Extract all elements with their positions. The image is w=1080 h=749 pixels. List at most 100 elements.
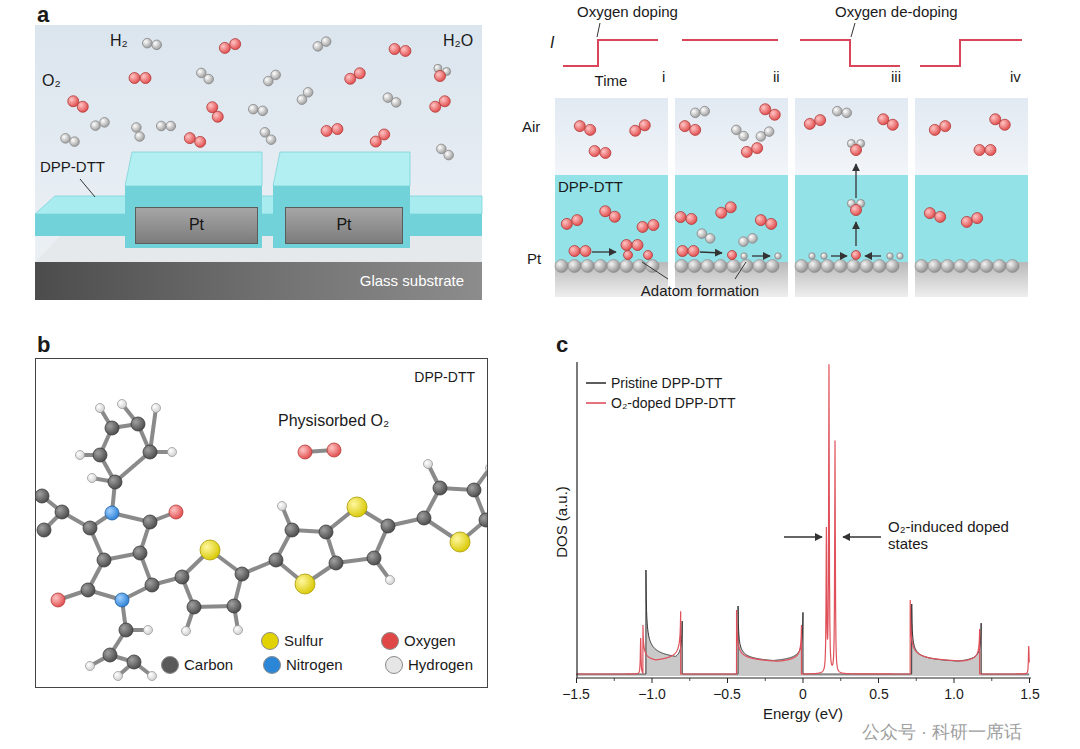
molecule-label: H₂O (443, 32, 473, 50)
leader-line (735, 262, 746, 279)
pt-atom (954, 260, 967, 273)
atom (686, 213, 697, 224)
atom (741, 146, 752, 157)
film-block-front (125, 186, 262, 248)
row-label: DPP-DTT (558, 178, 623, 195)
hydrogen-molecule (739, 234, 758, 247)
atom (88, 474, 97, 483)
atom (764, 127, 774, 137)
hydrogen-molecule (756, 127, 774, 141)
pt-atom (620, 260, 633, 273)
atom (999, 119, 1010, 130)
atom (690, 108, 700, 118)
atom (258, 106, 268, 116)
minor-tick (765, 678, 766, 681)
leader-line (851, 23, 855, 37)
air-background (35, 25, 482, 300)
atom (444, 150, 454, 160)
atom (842, 108, 852, 118)
hydrogen-molecule (156, 121, 175, 131)
atom (935, 211, 946, 222)
panel-letter: c (556, 332, 568, 357)
oxygen-molecule (219, 39, 240, 54)
film-block-top (125, 152, 262, 186)
minor-tick (916, 678, 917, 681)
row-label: Air (522, 118, 540, 135)
atom (100, 118, 110, 128)
legend-text: Carbon (184, 656, 233, 673)
atom (748, 234, 758, 244)
legend-swatch (261, 632, 279, 650)
oxygen-molecule (804, 115, 825, 130)
atom (639, 120, 650, 131)
atom (574, 121, 585, 132)
oxygen-molecule (675, 212, 697, 225)
current-trace (563, 40, 658, 66)
pt-atom (714, 260, 727, 273)
atom (400, 45, 411, 56)
current-trace (920, 40, 1022, 66)
minor-tick (689, 678, 690, 681)
atom (486, 464, 488, 473)
atom (204, 74, 214, 84)
oxygen-molecule (589, 146, 611, 159)
oxygen-molecule (345, 68, 366, 85)
atom (68, 96, 79, 107)
atom (379, 129, 390, 140)
atom (386, 576, 395, 585)
atom (266, 135, 276, 145)
tick-label: −0.5 (713, 686, 741, 702)
atom (269, 553, 283, 567)
arrow (831, 255, 847, 256)
film-region (795, 175, 908, 262)
pt-atom (873, 260, 886, 273)
current-trace (682, 39, 778, 41)
oxygen-molecule (370, 129, 389, 147)
atom (972, 213, 983, 224)
pt-atom (928, 260, 941, 273)
tick-mark (1029, 678, 1030, 683)
atom (127, 655, 141, 669)
atom (760, 104, 771, 115)
arrow (843, 536, 881, 537)
step-number: ii (773, 68, 780, 85)
arrow (784, 536, 822, 537)
minor-tick (614, 678, 615, 681)
atom (644, 251, 653, 260)
atom (182, 627, 191, 636)
watermark: 公众号 · 科研一席话 (862, 722, 1022, 743)
oxygen-molecule (637, 220, 659, 233)
arrow (592, 251, 616, 252)
atom (887, 253, 893, 259)
pt-atom (740, 260, 753, 273)
oxygen-molecule (430, 96, 451, 113)
hydrogen-molecule (260, 128, 276, 145)
hydrogen-molecule (264, 70, 281, 86)
panel-letter: a (37, 2, 49, 27)
atom (804, 118, 815, 129)
atom (298, 445, 312, 459)
pt-atom (993, 260, 1006, 273)
atom (166, 121, 176, 131)
atom (739, 131, 749, 141)
step-number: iii (891, 68, 901, 85)
atom (347, 497, 367, 517)
pt-atom (568, 260, 581, 273)
atom (207, 102, 218, 113)
oxygen-molecule (679, 121, 700, 136)
mechanism-illustration (555, 23, 1028, 297)
hydrogen-molecule (697, 229, 715, 243)
y-axis (576, 362, 577, 678)
pt-atom (821, 260, 834, 273)
atom (637, 221, 648, 232)
atom-group (887, 253, 893, 259)
atom (145, 578, 159, 592)
annotation: O₂-induced doped states (888, 518, 1013, 553)
atom (852, 251, 861, 260)
oxygen-molecule (321, 124, 343, 137)
atom (974, 145, 985, 156)
atom (76, 451, 85, 460)
atom (156, 121, 166, 131)
atom (152, 40, 162, 50)
legend-line (586, 382, 606, 384)
